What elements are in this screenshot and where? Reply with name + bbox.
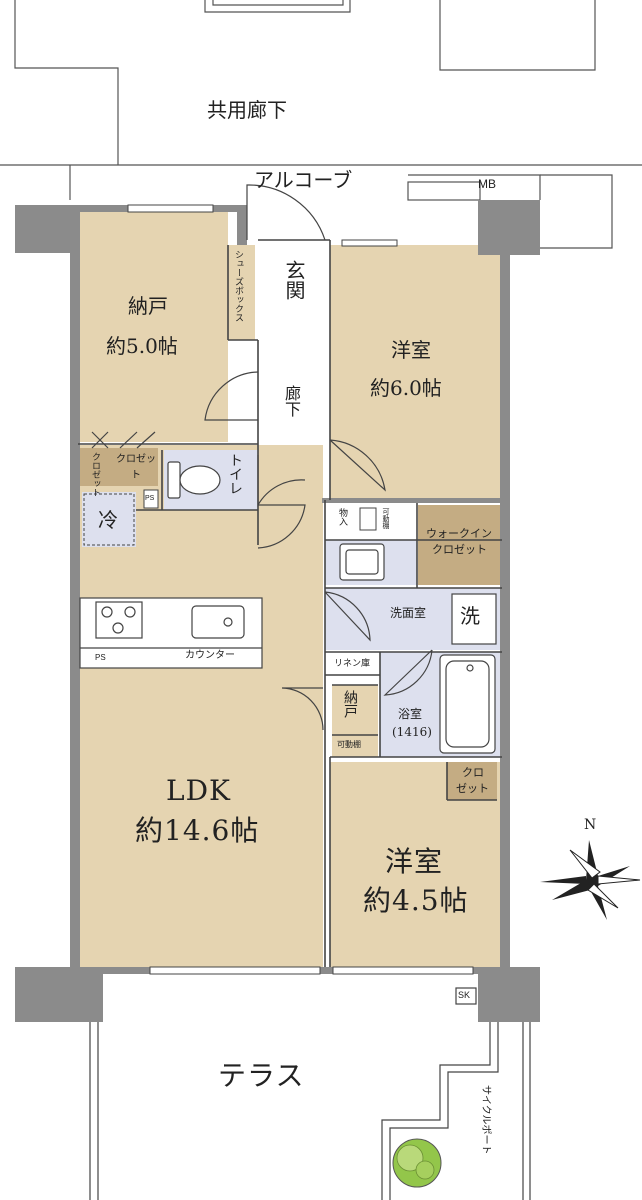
ps-label-2: PS [95, 653, 106, 662]
fridge-space [82, 492, 136, 547]
ps-boxes [143, 489, 377, 531]
cycle-port-label: サイクルポート [480, 1085, 491, 1155]
western-b-name: 洋室 [385, 845, 444, 878]
western-a-size: 約6.0帖 [370, 376, 442, 400]
walk-in-label-2: クロゼット [432, 543, 487, 556]
toilet-fixture [167, 461, 221, 499]
windows [127, 204, 474, 975]
sk-label: SK [458, 990, 471, 1000]
corridor-label: 共用廊下 [207, 98, 287, 122]
hallway-label: 廊下 [282, 385, 301, 417]
storage-a-size: 約5.0帖 [106, 334, 178, 358]
bath-size-label: (1416) [392, 725, 432, 739]
bathtub [439, 654, 496, 754]
western-a-name: 洋室 [391, 338, 431, 362]
compass-icon [540, 840, 641, 920]
shoe-box [228, 245, 255, 340]
small-storage [332, 685, 378, 757]
closet-3a-label: クロ [462, 766, 484, 779]
room-storage-5 [78, 210, 228, 442]
shoe-box-label: シューズボックス [233, 250, 243, 322]
tree [392, 1138, 442, 1188]
mb-label: MB [478, 177, 496, 191]
terrace-label: テラス [218, 1059, 305, 1092]
fridge-label: 冷 [98, 508, 118, 532]
bathroom-label: 浴室 [398, 707, 423, 721]
toilet-label: トイレ [227, 453, 243, 495]
storage-a-name: 納戸 [128, 294, 168, 318]
fridge-frame [83, 493, 135, 546]
kadoutana-label: 可動棚 [382, 508, 390, 529]
western-b-size: 約4.5帖 [363, 884, 469, 917]
washroom-label: 洗面室 [390, 606, 427, 620]
kadoutana-label-2: 可動棚 [337, 740, 361, 749]
exterior-lines [0, 0, 642, 249]
closet-3b-label: ゼット [456, 782, 489, 795]
kitchen [79, 597, 263, 669]
ldk-size: 約14.6帖 [135, 814, 260, 847]
counter-label: カウンター [185, 650, 235, 661]
closet-1-label: クロゼット [90, 452, 100, 497]
terrace-lines [89, 987, 531, 1200]
alcove-label: アルコーブ [254, 168, 353, 192]
small-storage-label: 納戸 [342, 690, 358, 718]
washer-pan [451, 593, 497, 645]
room-western-6 [330, 245, 502, 498]
mono-ire-label: 物入 [337, 508, 347, 526]
ps-label: PS [145, 495, 155, 502]
closet-2-label: クロゼット [116, 454, 156, 481]
doors [91, 184, 433, 731]
entrance-label: 玄関 [282, 260, 306, 300]
closets-top [80, 448, 158, 486]
basin [339, 543, 385, 581]
interior-walls [78, 239, 502, 967]
linen-label: リネン庫 [334, 659, 371, 669]
washer-label: 洗 [460, 604, 480, 628]
walk-in-closet [418, 505, 502, 585]
closet-3 [447, 762, 497, 800]
ldk-name: LDK [166, 774, 231, 807]
walk-in-label: ウォークイン [426, 527, 492, 540]
north-label: N [584, 817, 597, 833]
